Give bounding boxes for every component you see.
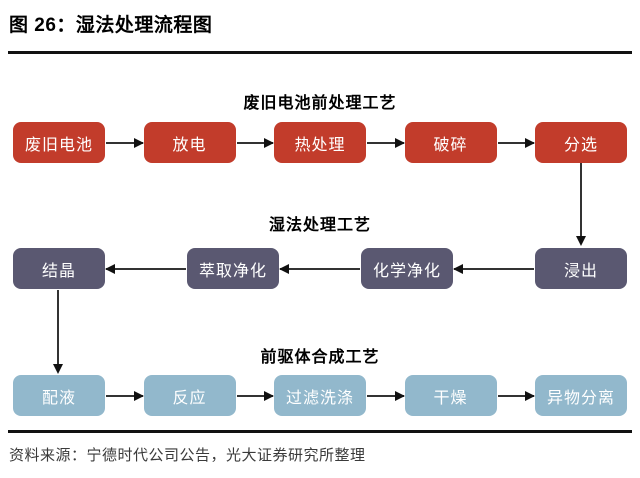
section-label-precursor: 前驱体合成工艺 [260,349,380,366]
section-label-pretreatment: 废旧电池前处理工艺 [243,95,397,112]
arrowhead-icon [525,137,535,148]
flow-node: 化学净化 [361,248,453,289]
figure-title: 图 26：湿法处理流程图 [9,15,213,36]
arrow-right [367,390,405,401]
section-label-hydromet: 湿法处理工艺 [268,217,371,234]
arrowhead-icon [264,137,274,148]
flow-node: 结晶 [13,248,105,289]
arrowhead-icon [133,137,144,148]
arrow-left [453,263,534,274]
flow-node: 过滤洗涤 [274,375,366,416]
source-note: 资料来源：宁德时代公司公告，光大证券研究所整理 [9,447,366,464]
flow-row-pretreatment: 废旧电池放电热处理破碎分选 [13,122,627,163]
arrowhead-icon [525,390,535,401]
arrow-right [236,137,274,148]
bottom-divider [8,430,632,433]
flow-node: 热处理 [274,122,366,163]
flow-row-precursor: 配液反应过滤洗涤干燥异物分离 [13,375,627,416]
flow-node: 放电 [143,122,236,163]
arrow-right [106,390,144,401]
arrowhead-icon [394,137,405,148]
arrow-right [497,390,535,401]
flow-node: 反应 [143,375,236,416]
arrow-left [105,263,186,274]
arrowhead-icon [105,263,115,274]
flow-node: 破碎 [404,122,497,163]
flow-node: 浸出 [535,248,627,289]
arrowhead-icon [133,390,144,401]
flow-row-hydromet: 结晶 萃取净化 化学净化 浸出 [13,248,627,289]
connector-crystallization-to-solution [53,290,63,374]
arrowhead-icon [264,390,274,401]
arrowhead-icon [279,263,289,274]
arrow-right [106,137,144,148]
connector-sorting-to-leaching [576,163,586,246]
flow-node: 干燥 [404,375,497,416]
flow-node: 异物分离 [535,375,627,416]
arrow-right [497,137,535,148]
flow-node: 配液 [13,375,105,416]
flow-node: 分选 [535,122,627,163]
arrow-right [367,137,405,148]
flow-node: 废旧电池 [13,122,105,163]
arrowhead-icon [453,263,463,274]
flow-node: 萃取净化 [187,248,279,289]
arrow-right [236,390,274,401]
top-divider [8,51,632,54]
arrow-left [279,263,360,274]
arrowhead-icon [394,390,405,401]
